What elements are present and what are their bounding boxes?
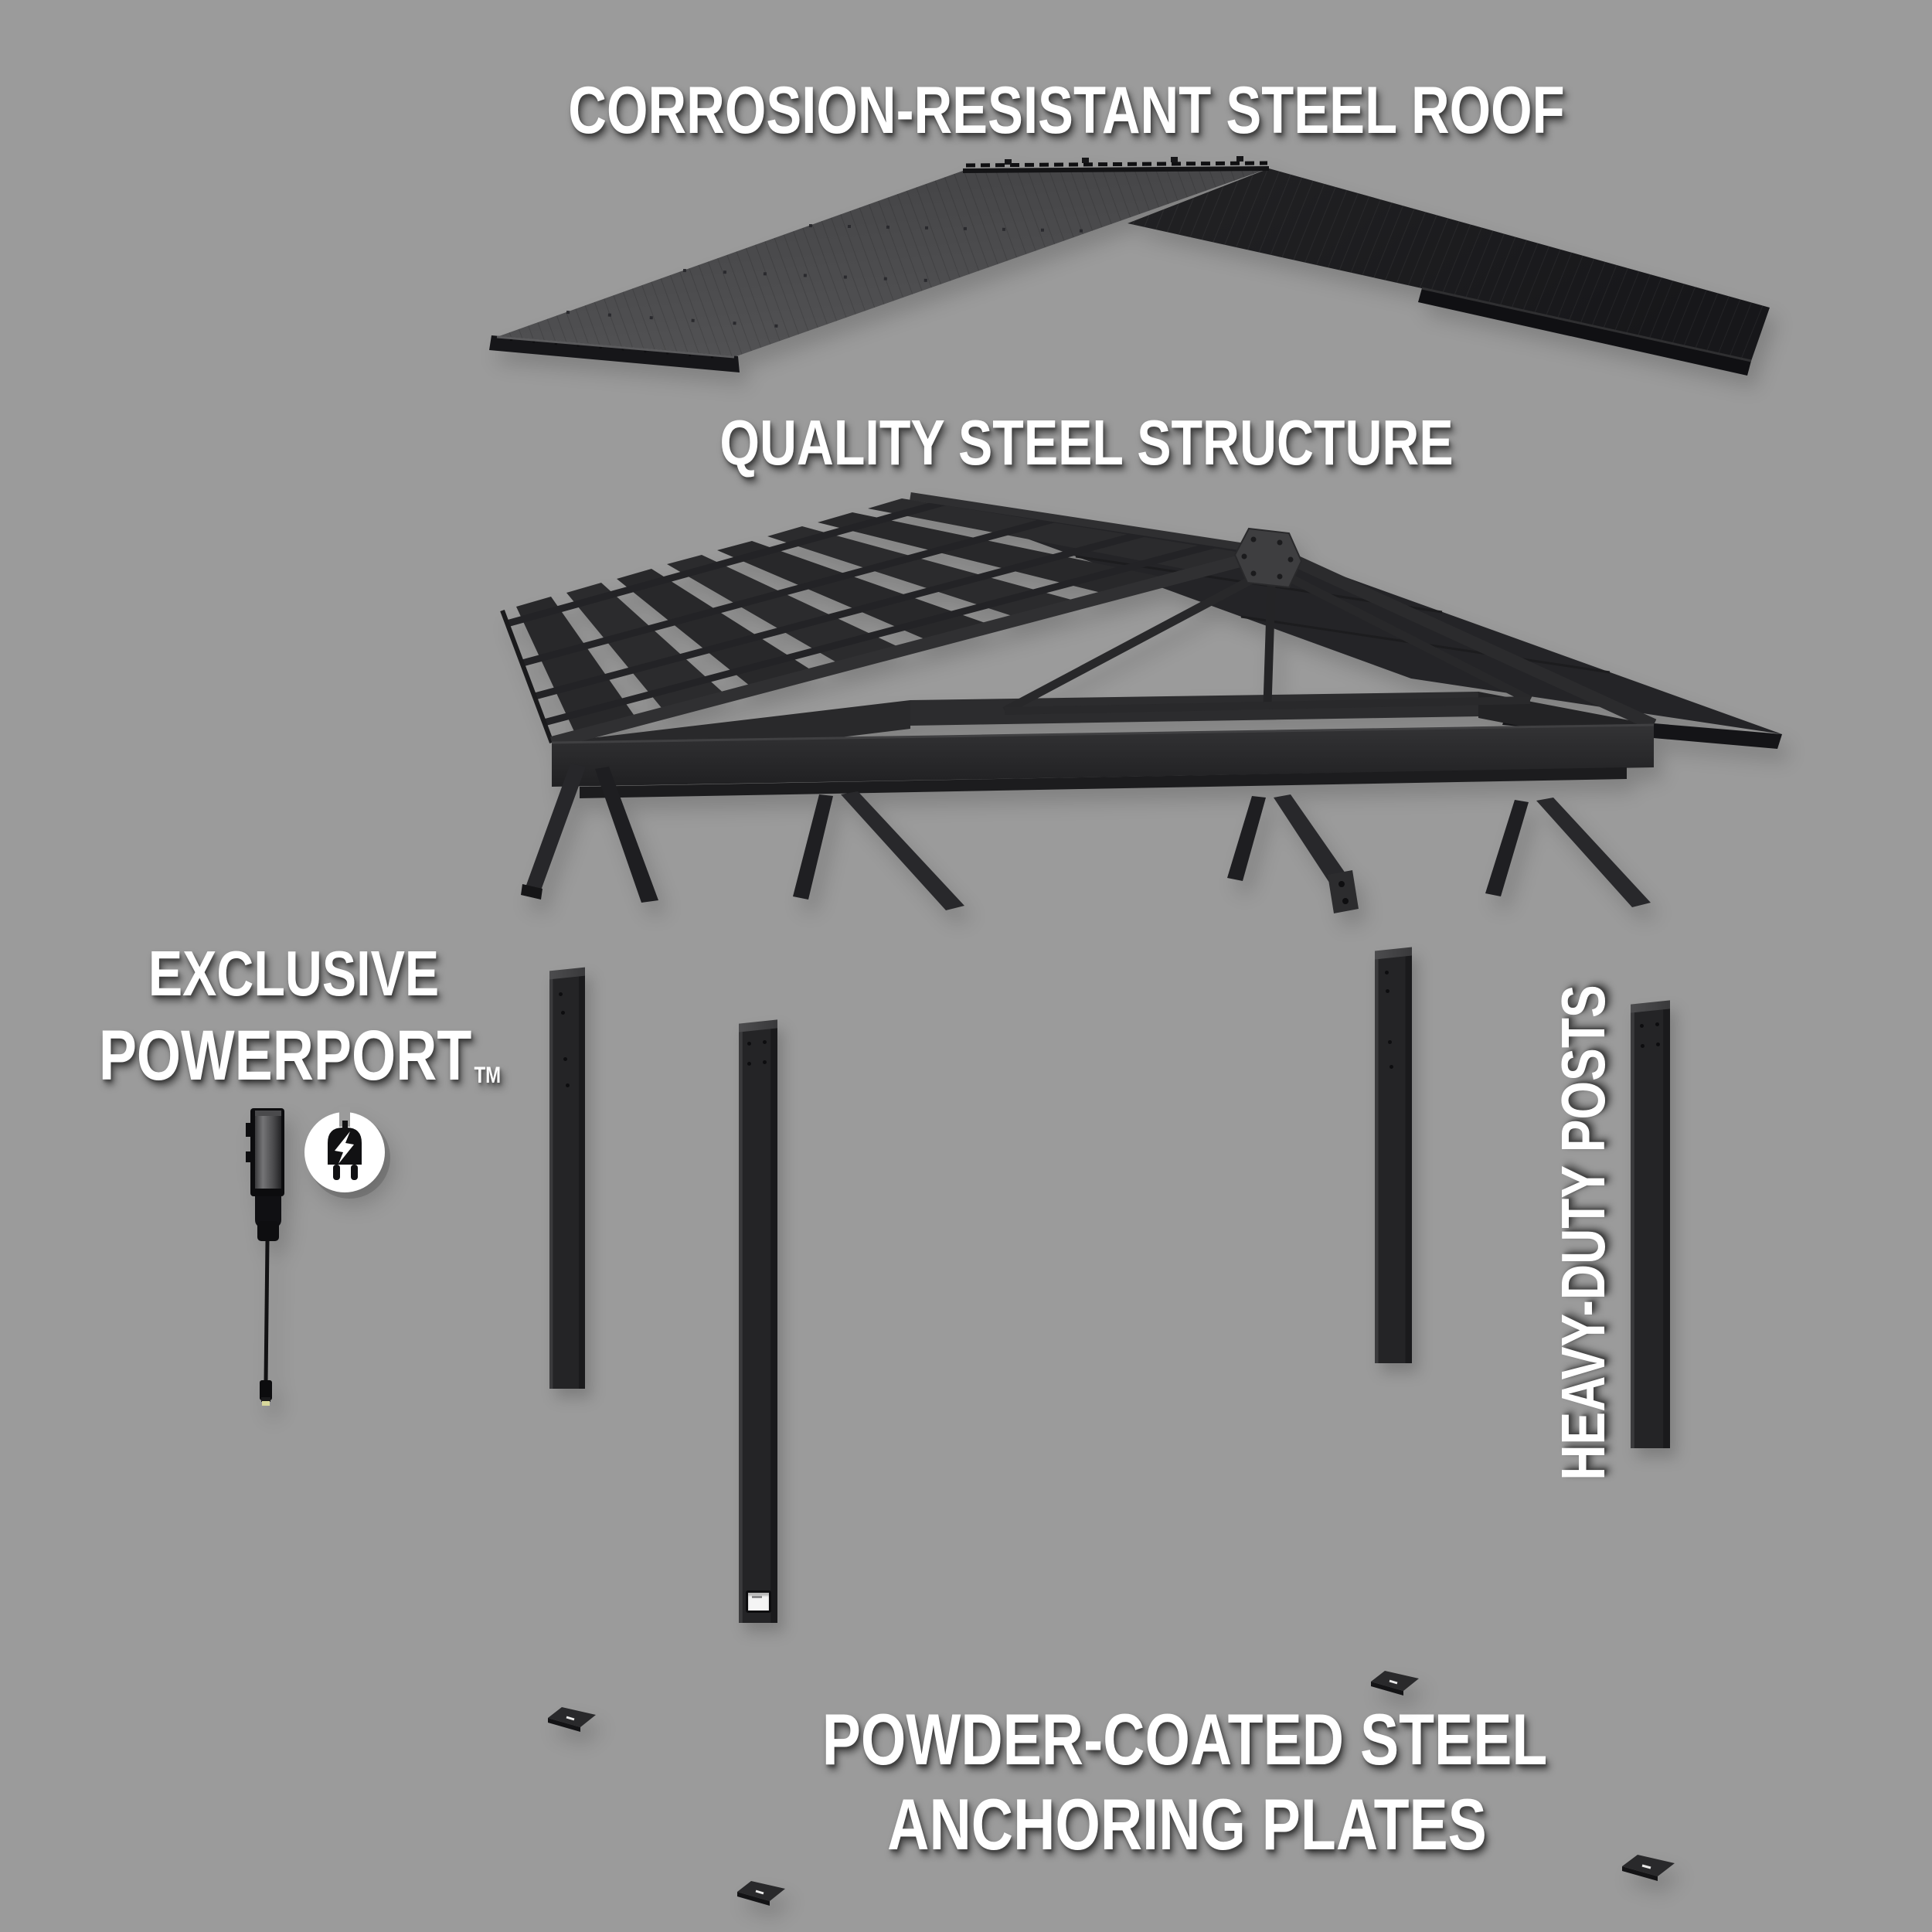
anchor-plate <box>737 1881 785 1906</box>
knee-braces <box>521 764 1651 913</box>
plates-label-line2: ANCHORING PLATES <box>887 1784 1487 1865</box>
powerport-word: POWERPORT <box>98 1016 472 1095</box>
powerport-device <box>246 1107 390 1406</box>
anchor-plate <box>1622 1855 1675 1881</box>
posts-label: HEAVY-DUTY POSTS <box>1549 985 1617 1481</box>
roof-purlin-slats <box>516 498 1260 736</box>
structure-label: QUALITY STEEL STRUCTURE <box>719 406 1454 478</box>
power-cord <box>264 1240 270 1383</box>
post-front-right <box>1631 1000 1670 1448</box>
anchor-plate <box>548 1707 596 1732</box>
gusset-plate <box>1233 527 1303 589</box>
anchor-plate <box>1371 1671 1419 1696</box>
roof-label: CORROSION-RESISTANT STEEL ROOF <box>568 73 1565 148</box>
post-top-cap <box>1631 1000 1670 1013</box>
post-top-cap <box>1375 947 1412 960</box>
post-top-cap <box>739 1019 777 1032</box>
post-powerport <box>739 1019 777 1623</box>
trademark-symbol: TM <box>474 1063 502 1088</box>
steel-structure-render <box>500 492 1782 913</box>
powerport-label-line1: EXCLUSIVE <box>148 937 440 1009</box>
steel-roof-render <box>489 156 1770 376</box>
post-top-cap <box>549 967 585 980</box>
post-back-right <box>1375 947 1412 1363</box>
powerport-outlet <box>746 1590 771 1613</box>
plug-lightning-icon <box>304 1107 390 1199</box>
post-front-left <box>549 967 585 1389</box>
plates-label-line1: POWDER-COATED STEEL <box>821 1699 1548 1780</box>
